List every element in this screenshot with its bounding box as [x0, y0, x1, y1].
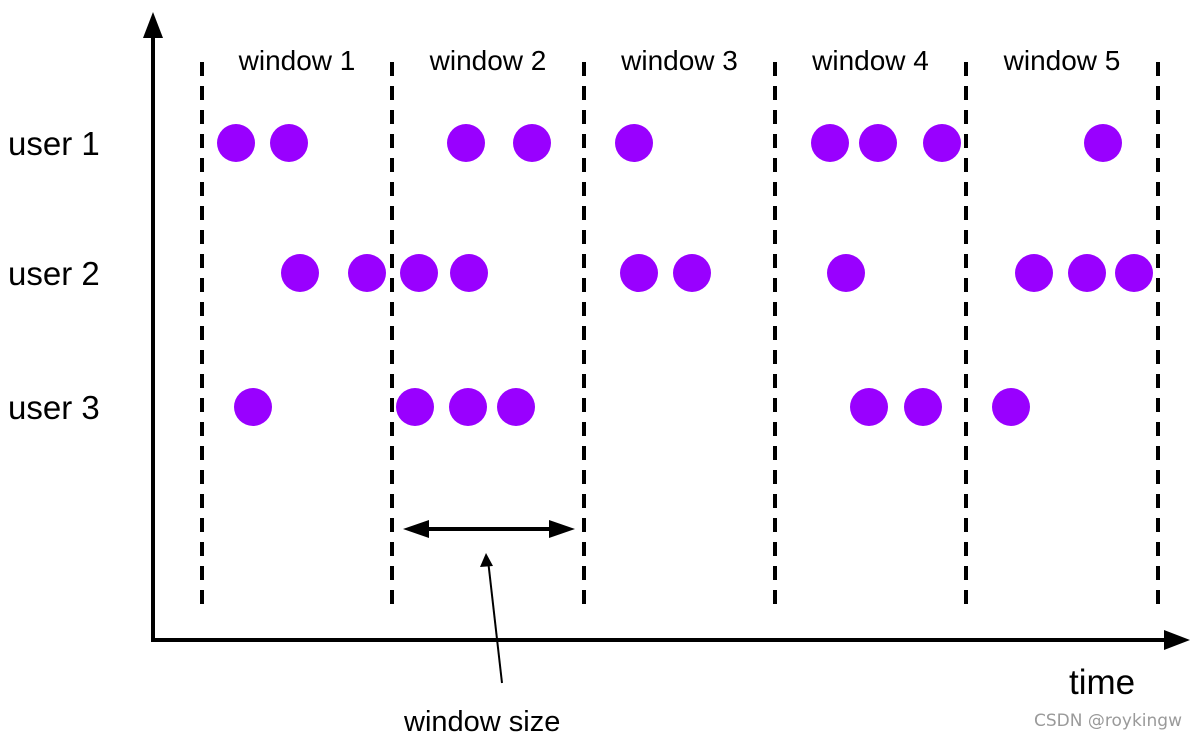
event-dot — [850, 388, 888, 426]
event-dot — [992, 388, 1030, 426]
user-label: user 3 — [8, 389, 100, 426]
event-dot — [497, 388, 535, 426]
event-dot — [450, 254, 488, 292]
event-dot — [447, 124, 485, 162]
event-dot — [217, 124, 255, 162]
user-label: user 2 — [8, 255, 100, 292]
window-label: window 1 — [238, 45, 356, 76]
double-arrow-left-head — [403, 520, 429, 538]
event-dot — [1015, 254, 1053, 292]
event-dot — [1084, 124, 1122, 162]
event-dot — [234, 388, 272, 426]
event-dot — [923, 124, 961, 162]
event-dot — [904, 388, 942, 426]
x-axis-arrowhead — [1164, 630, 1190, 650]
event-dot — [1068, 254, 1106, 292]
event-dot — [827, 254, 865, 292]
window-label: window 3 — [620, 45, 738, 76]
y-axis-arrowhead — [143, 12, 163, 38]
event-dot — [281, 254, 319, 292]
window-size-label: window size — [403, 706, 560, 738]
event-dot — [400, 254, 438, 292]
user-label: user 1 — [8, 125, 100, 162]
event-dot — [270, 124, 308, 162]
x-axis-label: time — [1069, 663, 1135, 702]
window-label: window 2 — [429, 45, 547, 76]
event-dot — [513, 124, 551, 162]
event-dot — [811, 124, 849, 162]
watermark: CSDN @roykingw — [1034, 711, 1182, 731]
window-label: window 5 — [1003, 45, 1121, 76]
event-dot — [673, 254, 711, 292]
event-dot — [615, 124, 653, 162]
pointer-arrowhead — [480, 553, 493, 567]
event-dot — [396, 388, 434, 426]
event-dot — [348, 254, 386, 292]
event-dot — [1115, 254, 1153, 292]
event-dots — [217, 124, 1153, 426]
window-dividers — [200, 62, 1160, 607]
window-size-pointer — [487, 559, 503, 684]
event-dot — [620, 254, 658, 292]
event-dot — [449, 388, 487, 426]
double-arrow-right-head — [549, 520, 575, 538]
event-dot — [859, 124, 897, 162]
window-label: window 4 — [811, 45, 929, 76]
